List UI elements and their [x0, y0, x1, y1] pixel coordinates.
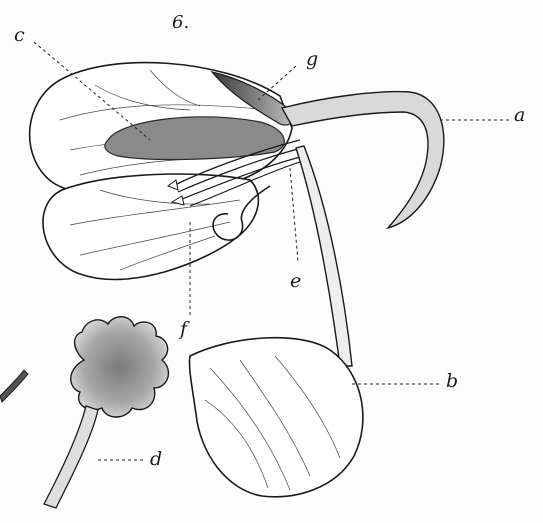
- label-a: a: [514, 106, 525, 125]
- figure-number: 6.: [172, 14, 189, 32]
- label-c: c: [14, 26, 25, 45]
- label-b: b: [446, 372, 458, 391]
- label-f: f: [180, 320, 187, 339]
- fragment-left: [0, 370, 28, 402]
- label-g: g: [306, 50, 318, 69]
- detached-petal: [189, 338, 362, 497]
- label-e: e: [290, 272, 301, 291]
- label-d: d: [150, 450, 162, 469]
- detached-part-d: [44, 317, 168, 508]
- lower-petal: [43, 174, 258, 279]
- flower-stalk: [296, 146, 352, 366]
